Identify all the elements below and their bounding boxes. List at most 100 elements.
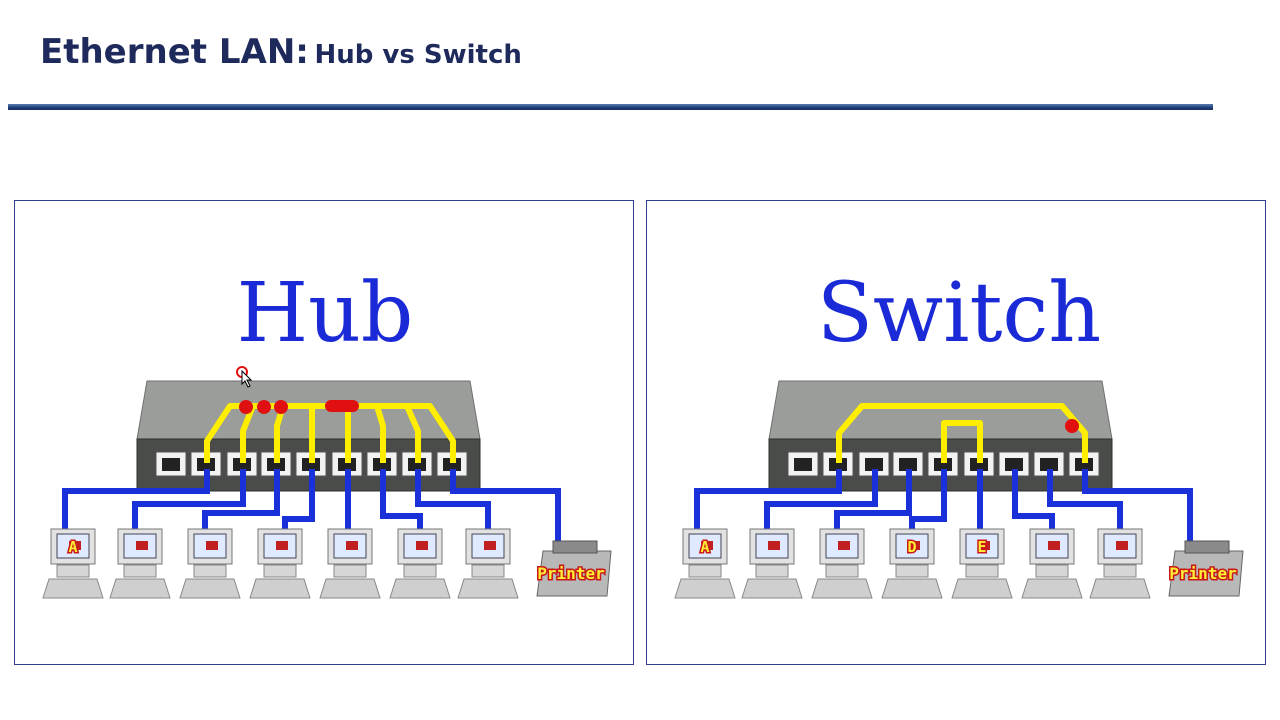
port-socket: [1040, 458, 1058, 471]
keyboard: [109, 578, 171, 599]
mouse-cursor-icon: [236, 366, 253, 388]
title-underline: [8, 104, 1213, 110]
printer-label: Printer: [1169, 564, 1236, 583]
keyboard: [811, 578, 873, 599]
computer-icon: [1021, 528, 1083, 599]
pc-base: [895, 564, 929, 578]
screen-graphic: [346, 541, 358, 550]
port: [155, 451, 187, 477]
port-socket: [970, 458, 988, 471]
switch-title: Switch: [817, 266, 1101, 361]
switch-device: [768, 380, 1113, 492]
slide-title: Ethernet LAN: Hub vs Switch: [40, 32, 522, 72]
device-top: [768, 380, 1113, 440]
computer-icon: [319, 528, 381, 599]
keyboard: [1089, 578, 1151, 599]
cable: [1012, 469, 1055, 529]
cable: [909, 469, 947, 529]
port-socket: [934, 458, 952, 471]
port-socket: [1005, 458, 1023, 471]
pc-base: [193, 564, 227, 578]
port-socket: [373, 458, 391, 471]
keyboard: [249, 578, 311, 599]
pc-base: [755, 564, 789, 578]
port-socket: [794, 458, 812, 471]
computer-label: D: [907, 538, 916, 556]
traffic-dot: [239, 400, 253, 414]
printer-body: [536, 550, 612, 597]
port-socket: [338, 458, 356, 471]
screen-graphic: [908, 541, 920, 550]
pc-base: [688, 564, 722, 578]
cable: [834, 469, 912, 529]
slide-title-main: Ethernet LAN:: [40, 32, 309, 72]
traffic-dot: [1065, 419, 1079, 433]
pc-base: [333, 564, 367, 578]
slide-title-sub: Hub vs Switch: [314, 40, 522, 70]
keyboard: [741, 578, 803, 599]
port-socket: [1075, 458, 1093, 471]
keyboard: [319, 578, 381, 599]
keyboard: [1021, 578, 1083, 599]
port-socket: [899, 458, 917, 471]
cable: [764, 469, 878, 529]
computer-icon: E: [951, 528, 1013, 599]
port: [1033, 451, 1065, 477]
pc-base: [965, 564, 999, 578]
computer-icon: [1089, 528, 1151, 599]
computer-icon: A: [42, 528, 104, 599]
printer-body: [1168, 550, 1244, 597]
screen-graphic: [978, 541, 990, 550]
port-socket: [443, 458, 461, 471]
internal-path: [374, 405, 386, 463]
computer-icon: [249, 528, 311, 599]
port-socket: [408, 458, 426, 471]
printer-tray: [1184, 540, 1230, 554]
screen-graphic: [768, 541, 780, 550]
port: [787, 451, 819, 477]
keyboard: [389, 578, 451, 599]
port-socket: [865, 458, 883, 471]
internal-path: [404, 404, 421, 463]
pc-base: [1035, 564, 1069, 578]
computer-icon: [811, 528, 873, 599]
keyboard: [42, 578, 104, 599]
device-top: [136, 380, 481, 440]
internal-path: [836, 403, 1088, 463]
port-socket: [302, 458, 320, 471]
screen-graphic: [206, 541, 218, 550]
screen-graphic: [416, 541, 428, 550]
keyboard: [179, 578, 241, 599]
pc-base: [1103, 564, 1137, 578]
cable: [1082, 469, 1193, 546]
cable: [132, 469, 246, 529]
traffic-dot: [325, 400, 359, 412]
switch-internal-paths: [836, 403, 1088, 463]
computer-icon: [109, 528, 171, 599]
pc-base: [403, 564, 437, 578]
screen-graphic: [1116, 541, 1128, 550]
screen-graphic: [1048, 541, 1060, 550]
port-socket: [233, 458, 251, 471]
computer-label: A: [700, 538, 709, 556]
traffic-dot: [257, 400, 271, 414]
pc-base: [825, 564, 859, 578]
cable: [1047, 469, 1123, 529]
hub-device: [136, 380, 481, 492]
computer-icon: D: [881, 528, 943, 599]
cursor-arrow: [241, 369, 253, 388]
screen-graphic: [701, 541, 713, 550]
cable: [415, 469, 491, 529]
printer-label: Printer: [537, 564, 604, 583]
internal-path: [240, 404, 256, 463]
port-socket: [267, 458, 285, 471]
pc-base: [471, 564, 505, 578]
pc-base: [123, 564, 157, 578]
screen-graphic: [69, 541, 81, 550]
keyboard: [881, 578, 943, 599]
keyboard: [951, 578, 1013, 599]
traffic-dot: [274, 400, 288, 414]
screen-graphic: [484, 541, 496, 550]
port-socket: [829, 458, 847, 471]
